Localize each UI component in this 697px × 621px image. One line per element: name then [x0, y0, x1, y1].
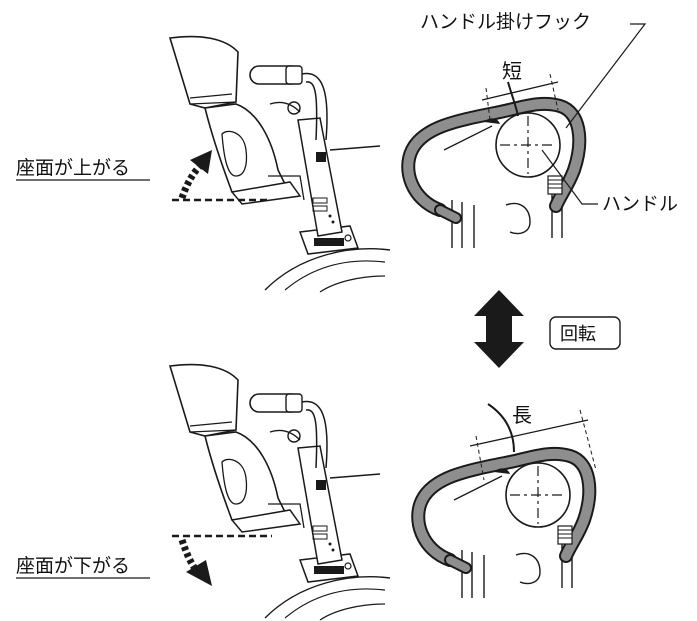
seat-down-label: 座面が下がる [16, 555, 130, 577]
short-dimension [481, 73, 559, 121]
long-label: 長 [512, 403, 532, 427]
seat-up-label: 座面が上がる [16, 157, 130, 179]
down-arrow-icon [178, 538, 212, 586]
up-arrow-icon [178, 150, 212, 200]
hook-short-illustration [408, 104, 579, 248]
seat-lowered-illustration [169, 363, 391, 621]
hook-name-label: ハンドル掛けフック [420, 11, 591, 33]
short-label: 短 [502, 59, 522, 83]
long-dimension [469, 403, 597, 481]
rotate-arrow-icon [474, 290, 524, 368]
hook-leader-line [565, 23, 647, 129]
hook-long-illustration [418, 454, 589, 598]
rotate-badge-frame [549, 316, 621, 350]
rotate-label: 回転 [560, 324, 596, 345]
handle-leader-line [541, 149, 598, 205]
handle-name-label: ハンドル [602, 193, 678, 215]
